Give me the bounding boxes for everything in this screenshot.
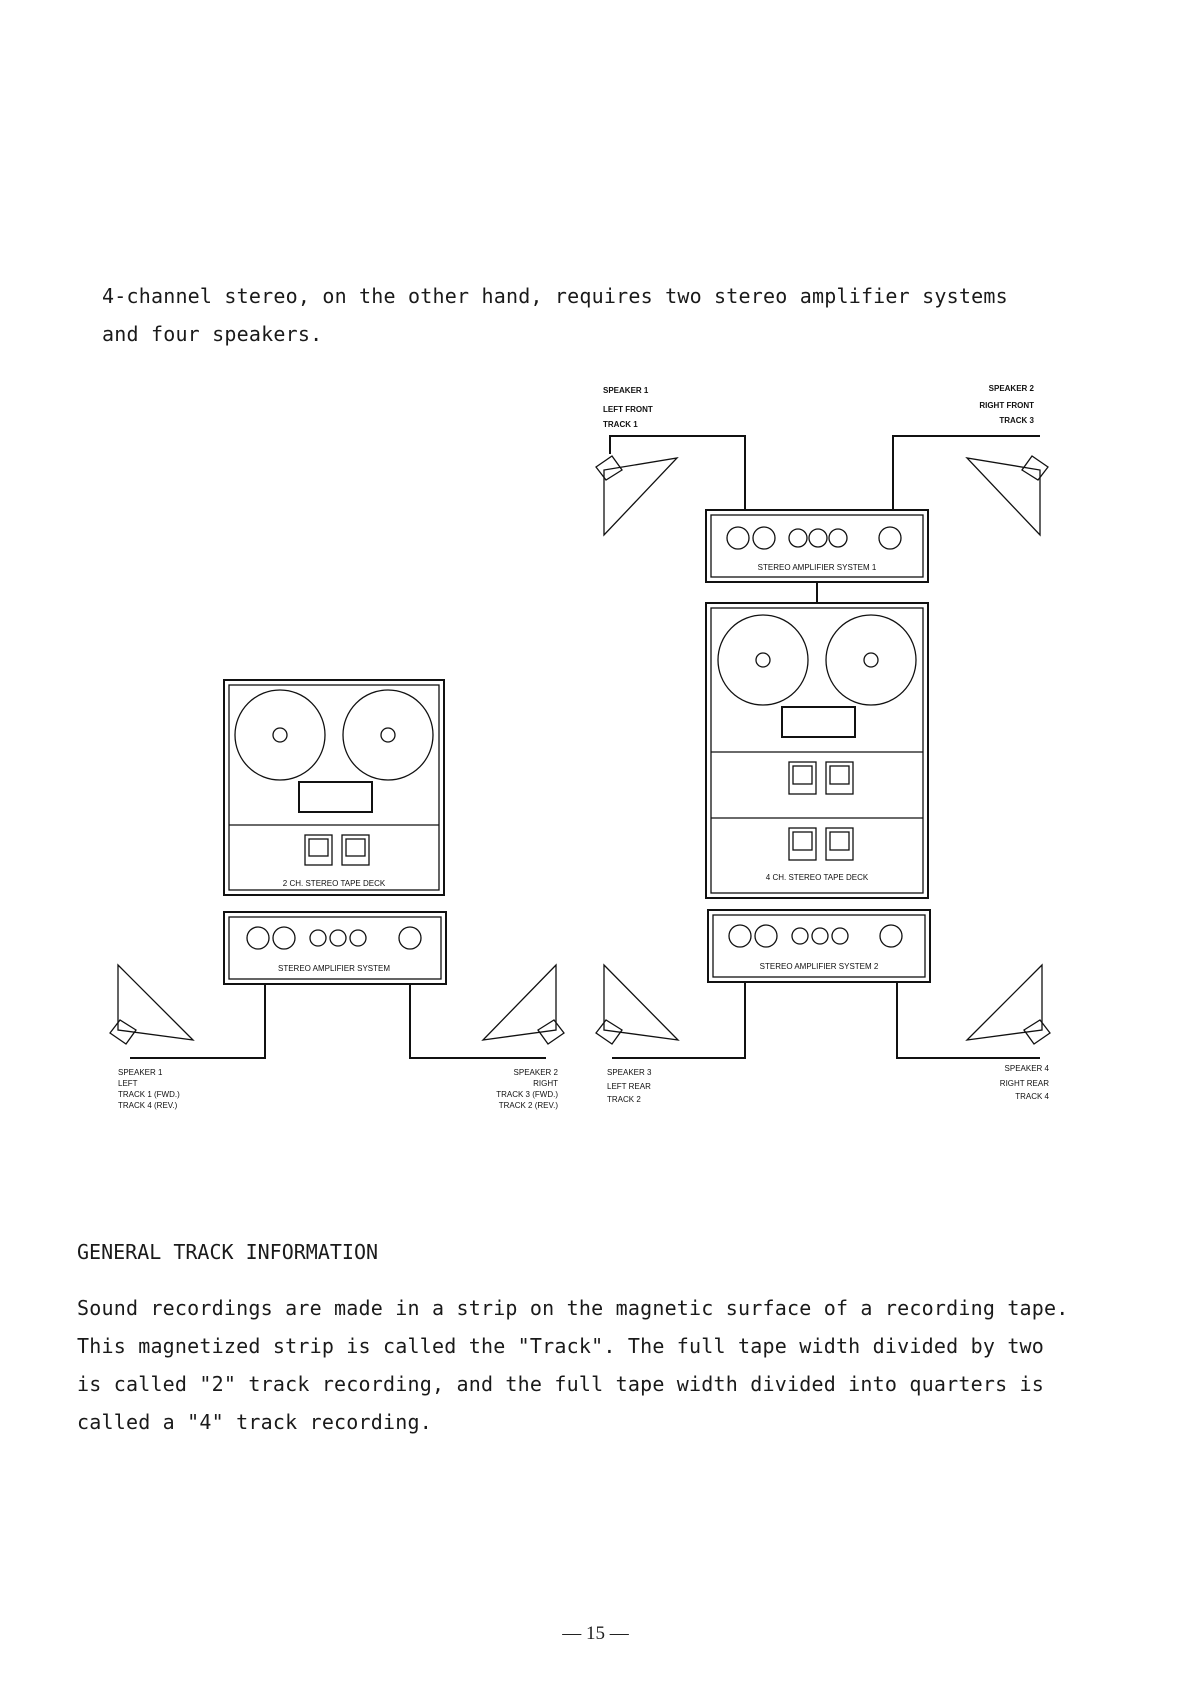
svg-text:TRACK 1 (FWD.): TRACK 1 (FWD.) — [118, 1090, 180, 1099]
intro-line-1: 4-channel stereo, on the other hand, req… — [102, 284, 1008, 308]
svg-text:TRACK 4: TRACK 4 — [1015, 1092, 1049, 1101]
front-right-speaker-label: SPEAKER 2 RIGHT FRONT TRACK 3 — [979, 384, 1034, 425]
right-reel-icon — [825, 614, 917, 706]
two-channel-tape-deck: 2 CH. STEREO TAPE DECK — [223, 679, 445, 896]
left-speaker-icon — [109, 963, 195, 1045]
track-info-paragraph: Sound recordings are made in a strip on … — [77, 1289, 1069, 1441]
svg-text:SPEAKER 1: SPEAKER 1 — [603, 386, 649, 395]
rear-left-speaker-label: SPEAKER 3 LEFT REAR TRACK 2 — [607, 1068, 652, 1104]
svg-text:RIGHT REAR: RIGHT REAR — [1000, 1079, 1049, 1088]
svg-text:SPEAKER 1: SPEAKER 1 — [118, 1068, 163, 1077]
amplifier-1-label: STEREO AMPLIFIER SYSTEM 1 — [758, 563, 877, 572]
four-channel-tape-deck: 4 CH. STEREO TAPE DECK — [705, 602, 929, 899]
rear-left-speaker-icon — [595, 963, 680, 1045]
svg-text:RIGHT: RIGHT — [533, 1079, 558, 1088]
left-reel-icon — [717, 614, 809, 706]
svg-text:TRACK 2 (REV.): TRACK 2 (REV.) — [499, 1101, 559, 1110]
right-reel-icon — [342, 689, 434, 781]
rear-right-speaker-label: SPEAKER 4 RIGHT REAR TRACK 4 — [1000, 1064, 1050, 1101]
svg-text:LEFT REAR: LEFT REAR — [607, 1082, 651, 1091]
svg-text:SPEAKER 3: SPEAKER 3 — [607, 1068, 652, 1077]
svg-text:TRACK 3 (FWD.): TRACK 3 (FWD.) — [496, 1090, 558, 1099]
front-left-speaker-icon — [595, 455, 679, 537]
intro-paragraph: 4-channel stereo, on the other hand, req… — [102, 277, 1008, 353]
intro-line-2: and four speakers. — [102, 322, 323, 346]
body-line-4: called a "4" track recording. — [77, 1410, 432, 1434]
stereo-amplifier-label: STEREO AMPLIFIER SYSTEM — [278, 964, 390, 973]
svg-text:RIGHT FRONT: RIGHT FRONT — [979, 401, 1034, 410]
two-channel-system: 2 CH. STEREO TAPE DECK STEREO AMPLIFIER … — [109, 679, 565, 1110]
body-line-3: is called "2" track recording, and the f… — [77, 1372, 1045, 1396]
left-speaker-label: SPEAKER 1 LEFT TRACK 1 (FWD.) TRACK 4 (R… — [118, 1068, 180, 1110]
four-channel-deck-label: 4 CH. STEREO TAPE DECK — [766, 873, 869, 882]
svg-text:TRACK 4 (REV.): TRACK 4 (REV.) — [118, 1101, 178, 1110]
svg-text:SPEAKER 2: SPEAKER 2 — [514, 1068, 559, 1077]
svg-text:LEFT FRONT: LEFT FRONT — [603, 405, 653, 414]
svg-text:TRACK 3: TRACK 3 — [999, 416, 1034, 425]
tape-head-window — [298, 781, 373, 813]
front-left-speaker-label: SPEAKER 1 LEFT FRONT TRACK 1 — [603, 386, 653, 429]
svg-text:LEFT: LEFT — [118, 1079, 138, 1088]
svg-text:TRACK 1: TRACK 1 — [603, 420, 638, 429]
rear-right-speaker-icon — [965, 963, 1051, 1045]
stereo-amplifier-system-1: STEREO AMPLIFIER SYSTEM 1 — [705, 509, 929, 583]
tape-head-window — [781, 706, 856, 738]
front-right-speaker-icon — [965, 455, 1049, 537]
svg-text:TRACK 2: TRACK 2 — [607, 1095, 641, 1104]
stereo-amplifier-system: STEREO AMPLIFIER SYSTEM — [223, 911, 447, 985]
four-channel-system: STEREO AMPLIFIER SYSTEM 1 4 CH. STEREO T… — [595, 384, 1051, 1104]
svg-text:SPEAKER 2: SPEAKER 2 — [989, 384, 1035, 393]
right-speaker-label: SPEAKER 2 RIGHT TRACK 3 (FWD.) TRACK 2 (… — [496, 1068, 558, 1110]
stereo-amplifier-system-2: STEREO AMPLIFIER SYSTEM 2 — [707, 909, 931, 983]
two-channel-deck-label: 2 CH. STEREO TAPE DECK — [283, 879, 386, 888]
body-line-1: Sound recordings are made in a strip on … — [77, 1296, 1069, 1320]
page-number: — 15 — — [562, 1623, 629, 1644]
amplifier-2-label: STEREO AMPLIFIER SYSTEM 2 — [760, 962, 879, 971]
body-line-2: This magnetized strip is called the "Tra… — [77, 1334, 1045, 1358]
svg-text:SPEAKER 4: SPEAKER 4 — [1005, 1064, 1050, 1073]
right-speaker-icon — [481, 963, 565, 1045]
section-heading: GENERAL TRACK INFORMATION — [77, 1240, 379, 1264]
left-reel-icon — [234, 689, 326, 781]
